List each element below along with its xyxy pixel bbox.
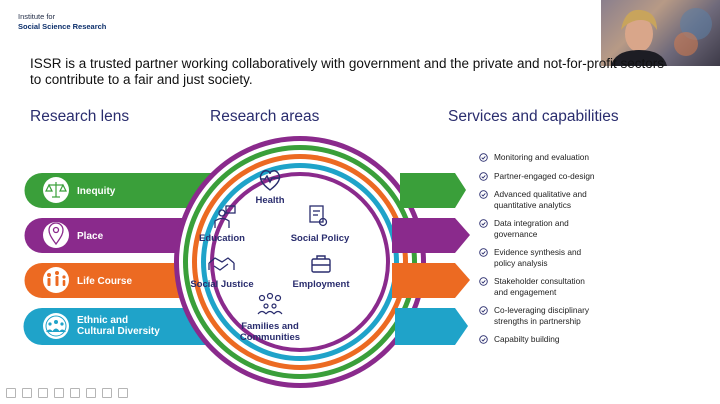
area-education: Education bbox=[199, 233, 245, 244]
area-social-justice: Social Justice bbox=[190, 279, 253, 290]
service-line-1: Evidence synthesis and bbox=[494, 247, 582, 257]
lens-label-diversity-line2: Cultural Diversity bbox=[77, 326, 160, 337]
social-policy-icon bbox=[309, 205, 328, 227]
services-capabilities-title: Services and capabilities bbox=[448, 108, 619, 125]
check-circle-icon bbox=[479, 153, 488, 162]
check-circle-icon bbox=[479, 306, 488, 315]
arrow-band-purple bbox=[392, 218, 470, 253]
life-course-icon bbox=[47, 271, 66, 286]
zoom-icon[interactable] bbox=[54, 388, 64, 398]
lens-label-diversity-line1: Ethnic and bbox=[77, 315, 128, 326]
logo-line-2: Social Science Research bbox=[18, 22, 107, 31]
service-item: Monitoring and evaluation bbox=[479, 152, 629, 163]
heart-pulse-icon bbox=[259, 170, 281, 191]
arrow-band-orange bbox=[392, 263, 470, 298]
check-circle-icon bbox=[479, 171, 488, 181]
service-line-2: quantitative analytics bbox=[494, 199, 572, 210]
education-icon bbox=[214, 205, 236, 228]
lens-label-inequity: Inequity bbox=[77, 186, 116, 197]
presenter-webcam-thumbnail bbox=[601, 0, 720, 66]
service-item: Capabilty building bbox=[479, 334, 629, 345]
arrow-band-green bbox=[400, 173, 466, 208]
service-line-1: Co-leveraging disciplinary bbox=[494, 305, 589, 315]
research-areas-title: Research areas bbox=[210, 108, 320, 125]
lens-label-place: Place bbox=[77, 231, 104, 242]
map-pin-icon bbox=[48, 222, 64, 246]
area-families-line2: Communities bbox=[240, 332, 300, 343]
service-line-1: Partner-engaged co-design bbox=[494, 170, 595, 181]
pen-icon[interactable] bbox=[38, 388, 48, 398]
service-line-2: governance bbox=[494, 228, 538, 239]
lens-label-life-course: Life Course bbox=[77, 276, 132, 287]
area-social-policy: Social Policy bbox=[291, 233, 350, 244]
check-circle-icon bbox=[479, 219, 488, 228]
services-list: Monitoring and evaluation Partner-engage… bbox=[479, 152, 629, 353]
service-line-1: Data integration and bbox=[494, 218, 569, 228]
next-slide-icon[interactable] bbox=[22, 388, 32, 398]
service-line-1: Stakeholder consultation bbox=[494, 276, 585, 286]
diversity-icon bbox=[45, 315, 67, 337]
prev-slide-icon[interactable] bbox=[6, 388, 16, 398]
service-item: Partner-engaged co-design bbox=[479, 171, 629, 182]
families-icon bbox=[257, 292, 283, 315]
check-circle-icon bbox=[479, 335, 488, 344]
area-employment: Employment bbox=[292, 279, 350, 290]
scales-icon bbox=[45, 182, 67, 198]
arrow-band-teal bbox=[395, 308, 468, 345]
intro-text: ISSR is a trusted partner working collab… bbox=[30, 56, 665, 87]
check-circle-icon bbox=[479, 190, 488, 199]
issr-logo: Institute for Social Science Research bbox=[18, 12, 106, 32]
service-line-2: policy analysis bbox=[494, 257, 548, 268]
service-line-1: Capabilty building bbox=[494, 334, 560, 344]
logo-line-1: Institute for bbox=[18, 12, 56, 21]
service-line-2: strengths in partnership bbox=[494, 315, 581, 326]
service-line-1: Monitoring and evaluation bbox=[494, 152, 590, 162]
camera-icon[interactable] bbox=[102, 388, 112, 398]
more-icon[interactable] bbox=[118, 388, 128, 398]
check-circle-icon bbox=[479, 277, 488, 286]
subtitle-icon[interactable] bbox=[86, 388, 96, 398]
research-lens-title: Research lens bbox=[30, 108, 130, 125]
inner-circle bbox=[214, 176, 386, 348]
service-line-2: and engagement bbox=[494, 286, 557, 297]
area-families-line1: Families and bbox=[241, 321, 299, 332]
handshake-icon bbox=[208, 257, 235, 271]
briefcase-icon bbox=[311, 255, 331, 273]
slide-toolbar bbox=[6, 388, 128, 400]
area-health: Health bbox=[255, 195, 284, 206]
service-line-1: Advanced qualitative and bbox=[494, 189, 587, 199]
grid-icon[interactable] bbox=[70, 388, 80, 398]
check-circle-icon bbox=[479, 248, 488, 257]
